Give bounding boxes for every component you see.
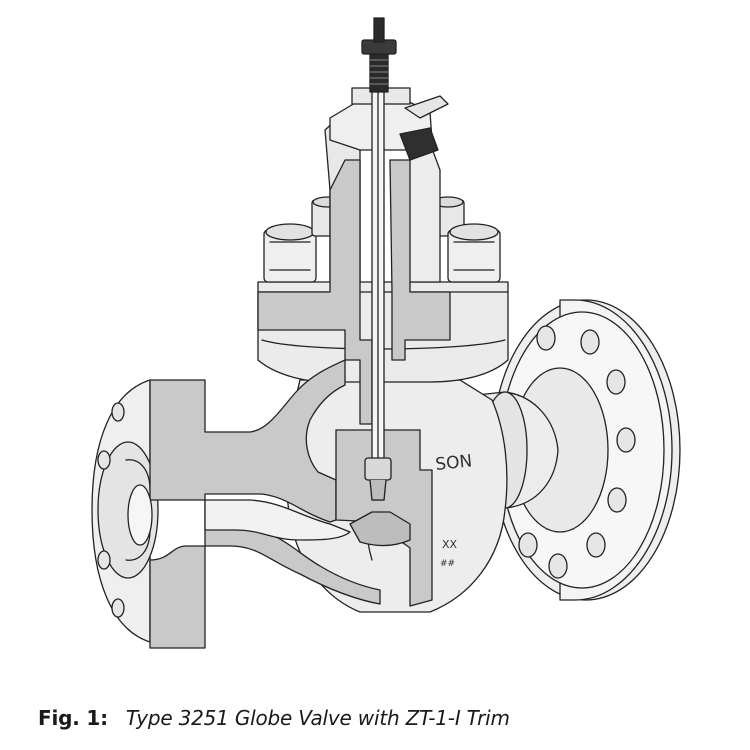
caption-label: Fig. 1: (38, 706, 108, 730)
bonnet-nuts (263, 196, 501, 283)
gland-flange (329, 87, 449, 161)
outlet-flange (491, 299, 681, 601)
inlet-section (149, 359, 381, 649)
valve-stem (364, 79, 392, 501)
inlet-bolt-holes (97, 402, 125, 618)
valve-plug (349, 511, 411, 547)
figure-caption: Fig. 1: Type 3251 Globe Valve with ZT-1-I… (38, 706, 510, 730)
bonnet-bore-section (389, 159, 451, 361)
body-mark-code: XX (442, 538, 458, 551)
caption-text: Type 3251 Globe Valve with ZT-1-I Trim (125, 706, 510, 730)
nut-right (447, 223, 501, 283)
globe-valve-drawing: SON XX ## (91, 17, 681, 649)
nut-left (263, 223, 317, 283)
flange-bolt-holes (518, 325, 636, 579)
body-mark-brand: SON (434, 451, 473, 475)
inlet-passage (204, 499, 351, 541)
cut-section (149, 159, 451, 649)
stem-top-thread (361, 17, 397, 93)
body-mark-sub: ## (440, 559, 455, 569)
